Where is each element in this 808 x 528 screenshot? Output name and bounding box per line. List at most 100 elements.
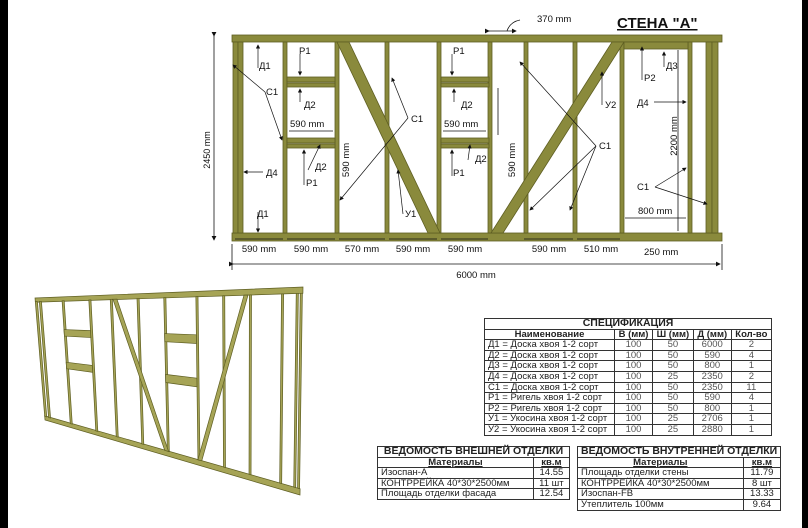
part-label: Д2 bbox=[304, 100, 316, 111]
top-plate bbox=[231, 34, 723, 43]
stud bbox=[232, 41, 239, 234]
table-cell: 4 bbox=[730, 349, 773, 362]
spec-title: СПЕЦИФИКАЦИЯ bbox=[484, 318, 772, 330]
leader-line bbox=[467, 144, 472, 161]
stud bbox=[572, 41, 578, 234]
wall-frame-elevation bbox=[231, 34, 723, 242]
inner-header: Материалы bbox=[577, 456, 744, 469]
table-cell: 2880 bbox=[692, 423, 732, 436]
table-cell: 25 bbox=[652, 413, 694, 425]
table-cell: Изоспан-FB bbox=[577, 488, 744, 500]
spec-header: Кол-во bbox=[730, 328, 773, 341]
table-cell: Д4 = Доска хвоя 1-2 сорт bbox=[483, 370, 616, 383]
3d-window-rigel bbox=[63, 329, 92, 338]
table-cell: 11.79 bbox=[742, 467, 782, 479]
outer-header: Материалы bbox=[377, 456, 534, 469]
table-cell: 1 bbox=[730, 423, 773, 436]
table-cell: Д2 = Доска хвоя 1-2 сорт bbox=[483, 349, 616, 362]
part-label: Д2 bbox=[475, 154, 487, 165]
spec-header: Д (мм) bbox=[692, 328, 732, 341]
outer-title: ВЕДОМОСТЬ ВНЕШНЕЙ ОТДЕЛКИ bbox=[377, 446, 570, 458]
part-label: Р1 bbox=[453, 168, 465, 179]
table-cell: 6000 bbox=[692, 339, 732, 351]
table-cell: 50 bbox=[652, 402, 694, 415]
window-rigel bbox=[440, 76, 490, 83]
3d-brace bbox=[197, 294, 249, 462]
window-rigel bbox=[286, 82, 336, 88]
table-cell: КОНТРРЕЙКА 40*30*2500мм bbox=[377, 477, 534, 490]
inner-title: ВЕДОМОСТЬ ВНУТРЕННЕЙ ОТДЕЛКИ bbox=[576, 446, 782, 458]
table-cell: Площадь отделки стены bbox=[577, 467, 744, 479]
table-cell: 100 bbox=[614, 402, 654, 415]
table-cell: 50 bbox=[652, 392, 694, 404]
bottom-plate bbox=[231, 232, 723, 242]
bottom-dim: 590 mm bbox=[294, 244, 328, 255]
part-label: У1 bbox=[405, 209, 416, 220]
part-label: Р2 bbox=[644, 73, 656, 84]
table-cell: 25 bbox=[652, 423, 694, 436]
bottom-dim: 590 mm bbox=[448, 244, 482, 255]
table-cell: 50 bbox=[652, 381, 694, 394]
3d-stud bbox=[293, 293, 299, 488]
3d-window-rigel bbox=[164, 333, 197, 344]
part-label: Д1 bbox=[259, 61, 271, 72]
window1-width-dim: 590 mm bbox=[290, 119, 324, 130]
table-cell: 2706 bbox=[692, 413, 732, 425]
table-cell: 12.54 bbox=[532, 488, 571, 500]
leader-line bbox=[654, 186, 708, 205]
stud bbox=[687, 41, 693, 234]
window1-height-dim: 590 mm bbox=[341, 143, 352, 177]
table-cell: 100 bbox=[614, 360, 654, 372]
outer-header: кв.м bbox=[532, 456, 571, 469]
wall-frame-3d-view bbox=[34, 286, 304, 496]
stud bbox=[523, 41, 529, 234]
table-cell: 590 bbox=[692, 349, 732, 362]
table-cell: 100 bbox=[614, 349, 654, 362]
bottom-dim: 570 mm bbox=[345, 244, 379, 255]
table-cell: У1 = Укосина хвоя 1-2 сорт bbox=[483, 413, 616, 425]
callout-leaders bbox=[232, 44, 708, 233]
window-rigel bbox=[440, 137, 490, 144]
table-cell: Площадь отделки фасада bbox=[377, 488, 534, 500]
window-rigel bbox=[286, 143, 336, 149]
part-label: С1 bbox=[637, 182, 649, 193]
leader-line bbox=[232, 64, 266, 93]
window2-height-dim: 590 mm bbox=[507, 143, 518, 177]
drawing-title: СТЕНА "А" bbox=[617, 15, 698, 32]
leader-line bbox=[396, 169, 404, 215]
door-width-dim: 800 mm bbox=[638, 206, 672, 217]
stud bbox=[334, 41, 340, 234]
table-cell: 800 bbox=[692, 360, 732, 372]
table-cell: 2 bbox=[730, 370, 773, 383]
part-label: С1 bbox=[599, 141, 611, 152]
table-cell: 50 bbox=[652, 339, 694, 351]
part-label: Д1 bbox=[257, 209, 269, 220]
specification-table: СПЕЦИФИКАЦИЯ Наименование В (мм) Ш (мм) … bbox=[483, 318, 773, 436]
bottom-dim: 590 mm bbox=[532, 244, 566, 255]
spec-header: В (мм) bbox=[614, 328, 654, 341]
table-cell: 100 bbox=[614, 423, 654, 436]
table-cell: 100 bbox=[614, 413, 654, 425]
3d-stud bbox=[38, 301, 51, 419]
3d-stud bbox=[297, 292, 303, 490]
3d-bottom-plate bbox=[44, 415, 301, 496]
bottom-dim: 590 mm bbox=[242, 244, 276, 255]
height-dim: 2450 mm bbox=[202, 131, 212, 169]
table-cell: 100 bbox=[614, 370, 654, 383]
part-label: Д4 bbox=[266, 168, 278, 179]
part-label: У2 bbox=[605, 100, 616, 111]
